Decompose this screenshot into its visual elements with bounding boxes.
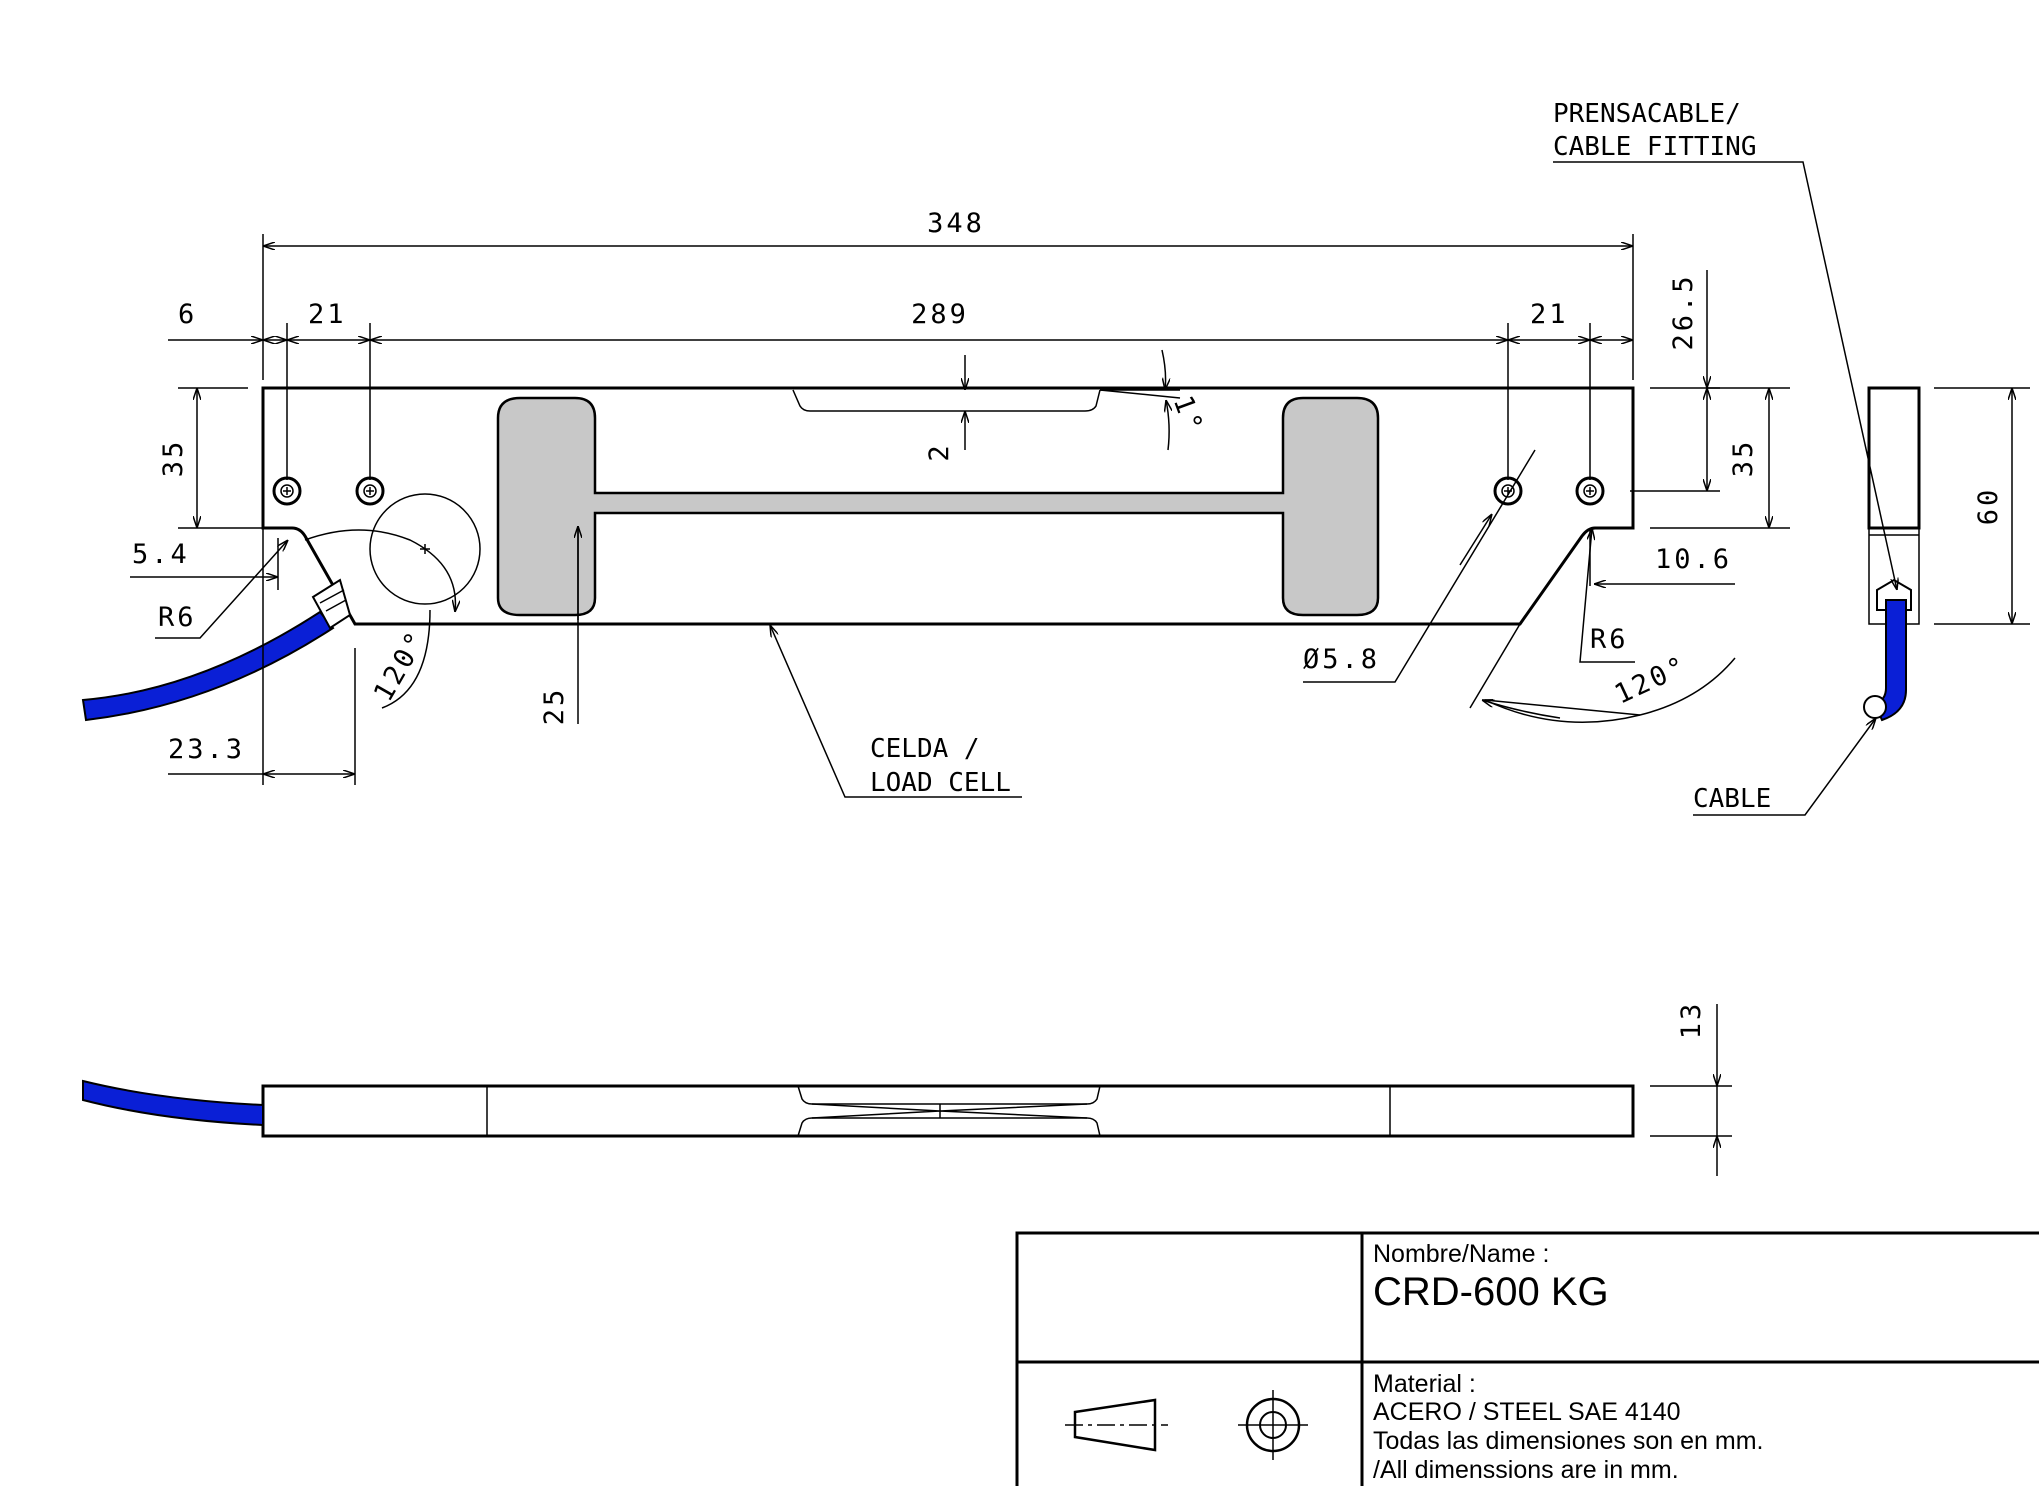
dim-left-radius: R6 (158, 602, 197, 633)
dim-bottom-depth: 25 (539, 687, 570, 726)
side-view: 60 PRENSACABLE/ CABLE FITTING CABLE (1553, 99, 2030, 816)
dim-right-chamfer: 10.6 (1655, 544, 1732, 575)
callout-cable: CABLE (1693, 784, 1771, 814)
dim-total-height: 60 (1973, 487, 2004, 526)
dim-left-angle: 120° (368, 625, 433, 707)
dim-groove-depth: 2 (924, 442, 955, 461)
dim-left-height: 35 (158, 439, 189, 478)
bottom-view: 13 (82, 1001, 1732, 1176)
dim-right-angle: 120° (1610, 650, 1693, 711)
left-cable (81, 578, 352, 722)
dim-right-height: 35 (1728, 439, 1759, 478)
dim-left-chamfer: 5.4 (132, 539, 190, 570)
part-name: CRD-600 KG (1373, 1270, 1609, 1314)
material-value: ACERO / STEEL SAE 4140 (1373, 1398, 1681, 1426)
callout-load-cell-line1: CELDA / (870, 734, 980, 764)
dim-overall-length: 348 (927, 208, 985, 239)
first-angle-projection-icon (1065, 1390, 1308, 1460)
dim-left-hole-spacing: 21 (308, 299, 347, 330)
dim-left-offset: 6 (178, 299, 197, 330)
name-label: Nombre/Name : (1373, 1240, 1549, 1268)
callout-cable-fitting-line1: PRENSACABLE/ (1553, 99, 1741, 129)
dim-hole-diameter: Ø5.8 (1303, 644, 1380, 675)
note-spanish: Todas las dimensiones son en mm. (1373, 1427, 1763, 1455)
front-dimensions: 348 6 21 289 21 26.5 35 35 2 (130, 208, 1790, 798)
dim-left-chamfer-length: 23.3 (168, 734, 245, 765)
callout-cable-fitting-line2: CABLE FITTING (1553, 132, 1757, 162)
callout-load-cell-line2: LOAD CELL (870, 768, 1011, 798)
dim-thickness: 13 (1676, 1001, 1707, 1040)
dim-top-offset: 26.5 (1668, 273, 1699, 350)
title-block: Nombre/Name : CRD-600 KG Material : ACER… (1015, 1231, 2039, 1486)
front-view (81, 386, 1635, 722)
dim-right-hole-spacing: 21 (1530, 299, 1569, 330)
note-english: /All dimenssions are in mm. (1373, 1456, 1679, 1484)
dim-center-span: 289 (911, 299, 969, 330)
strain-insert (496, 396, 1380, 617)
top-groove (792, 389, 1101, 412)
material-label: Material : (1373, 1370, 1476, 1398)
dim-right-radius: R6 (1590, 624, 1629, 655)
